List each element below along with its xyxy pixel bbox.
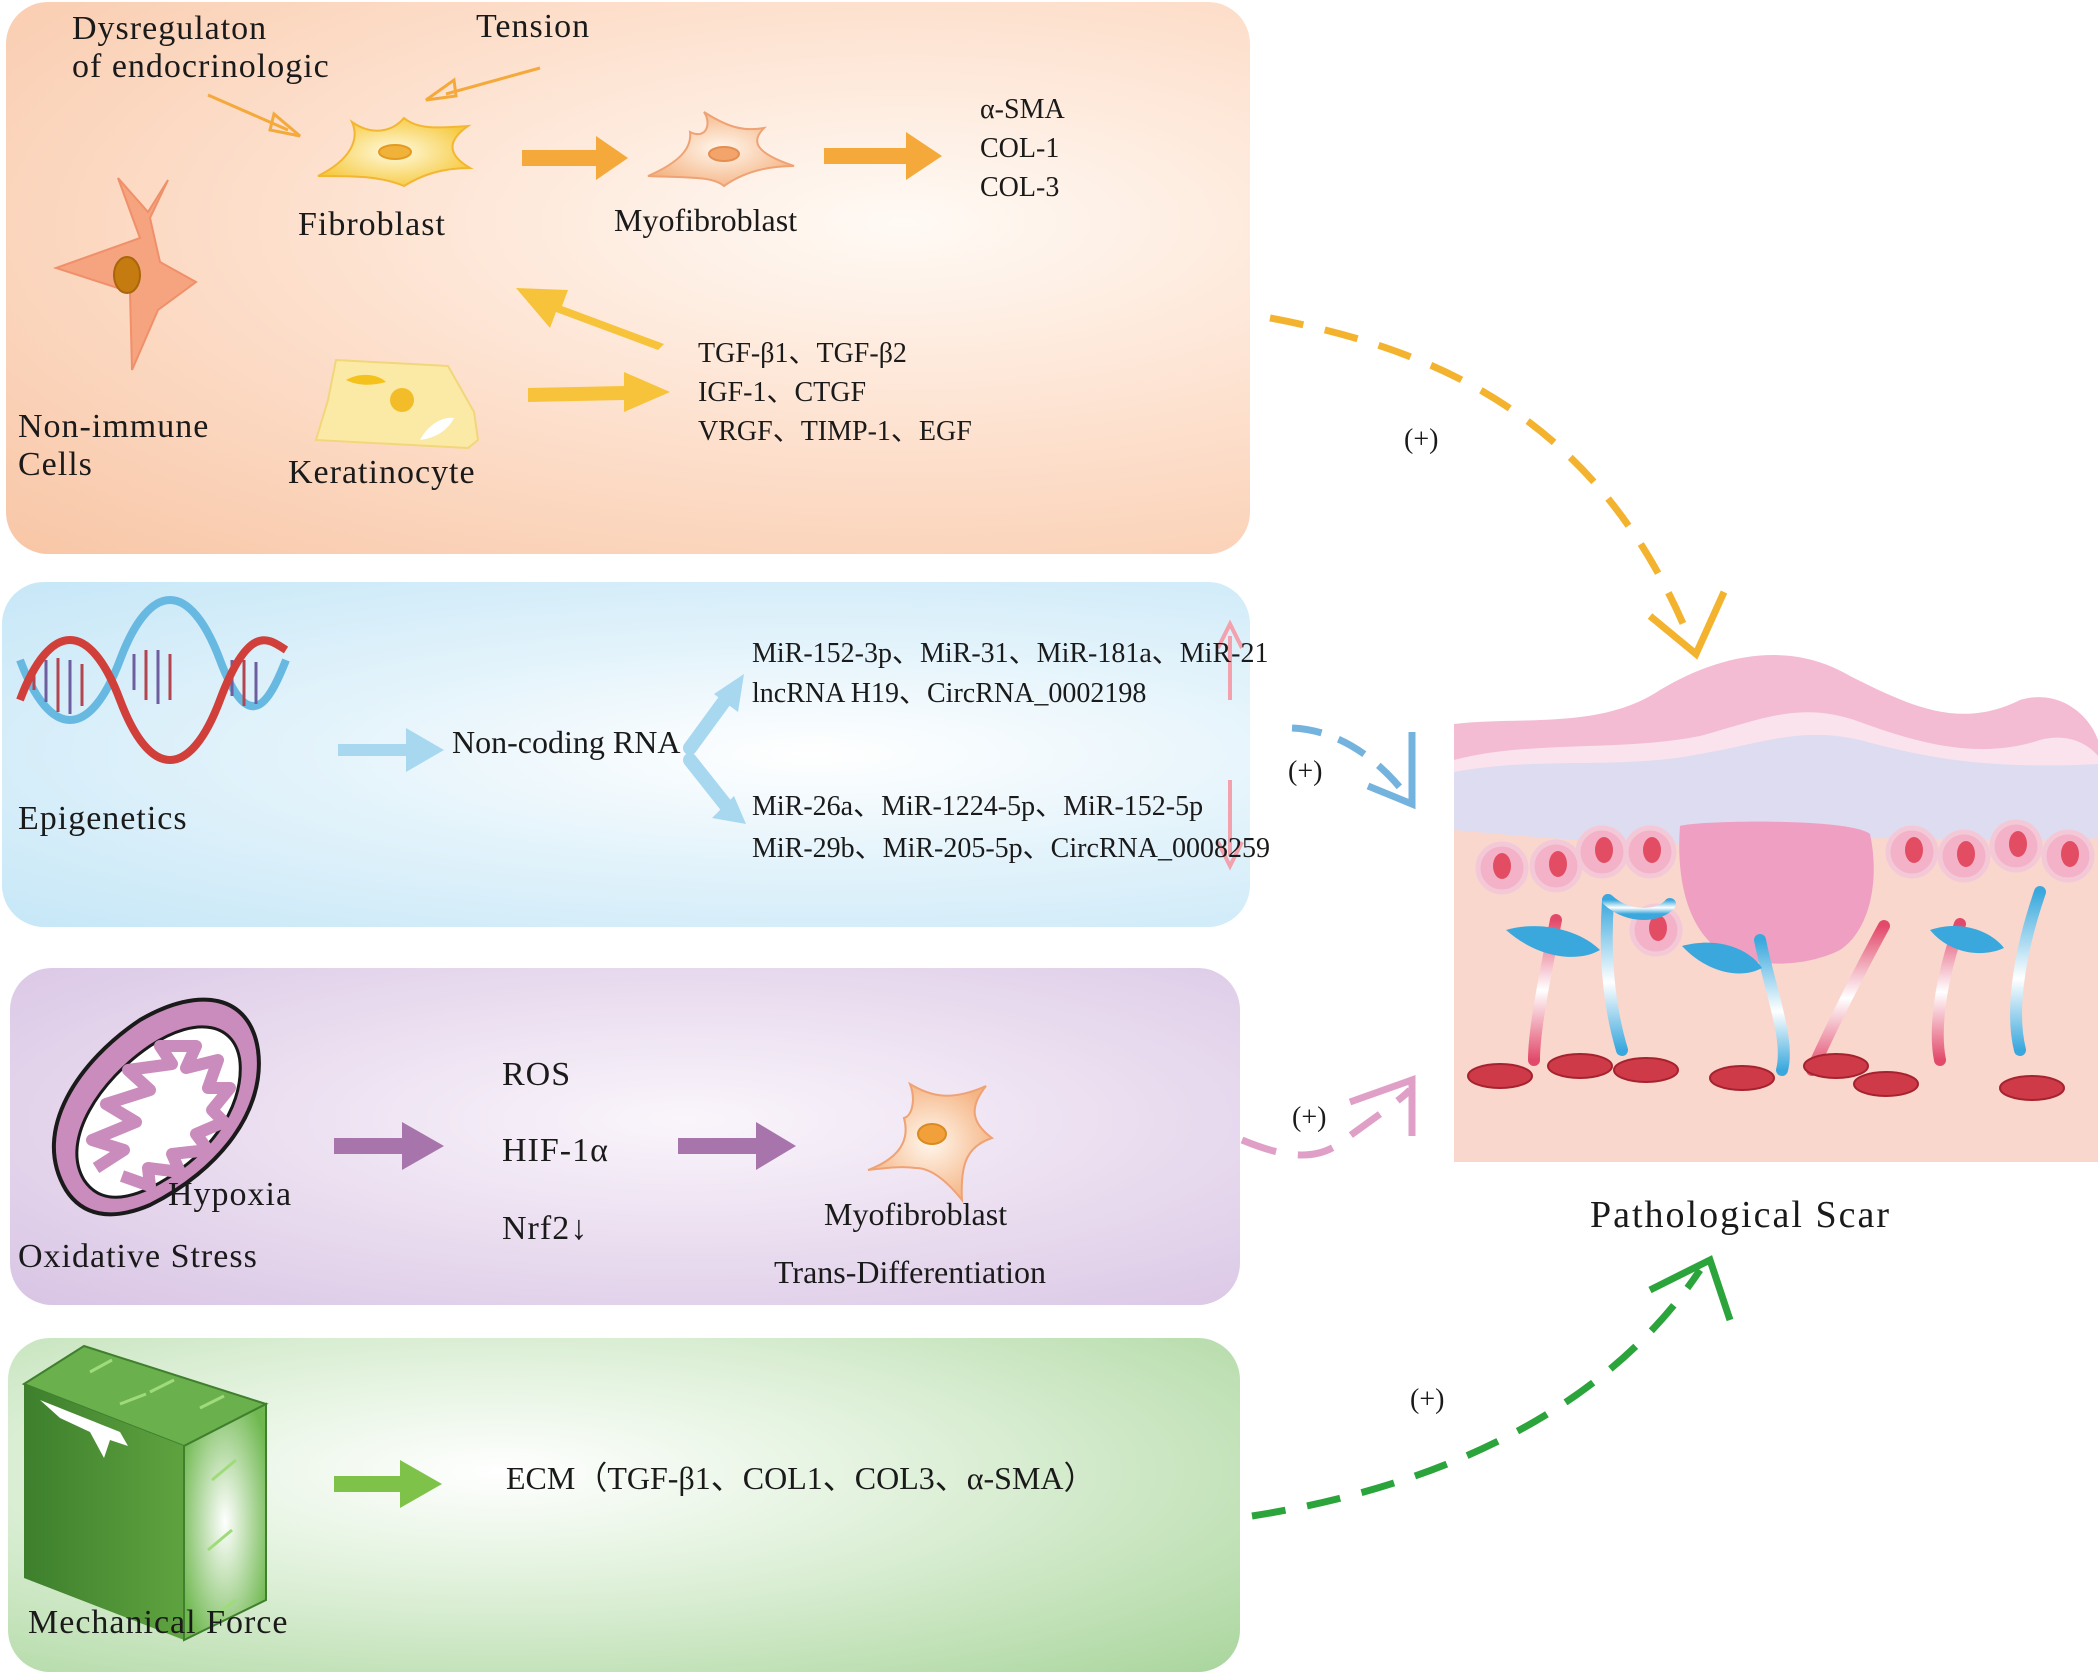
mechanical-to-scar-dashed-arrow [1251,1255,1734,1520]
dysregulation-label: Dysregulaton of endocrinologic [72,10,330,85]
pathological-scar-label: Pathological Scar [1590,1194,1891,1236]
positive-effect-mark-4: (+) [1410,1384,1445,1415]
epigenetics-label: Epigenetics [18,800,188,837]
fibroblast-to-myofibroblast-arrow [522,136,628,180]
fibroblast-label: Fibroblast [298,206,446,243]
keratinocyte-cell-icon [314,358,480,450]
mitochondrion-icon [51,997,261,1217]
non-coding-rna-label: Non-coding RNA [452,724,681,760]
tension-arrow [425,66,541,102]
oxidative-to-factors-arrow [334,1122,444,1170]
upregulation-arrow-icon [1216,619,1244,700]
myofibroblast-transdiff-cell-icon [867,1081,995,1204]
endocrine-arrow [207,93,301,138]
nrf2-label: Nrf2↓ [502,1210,589,1247]
oxidative-stress-label: Oxidative Stress [18,1238,258,1275]
keratinocyte-label: Keratinocyte [288,454,476,491]
non-immune-cells-label: Non-immune Cells [18,408,210,483]
ncrna-branch-arrows [683,674,746,824]
non-immune-cell-icon [52,177,198,371]
positive-effect-mark-3: (+) [1292,1102,1327,1133]
hypoxia-label: Hypoxia [168,1176,293,1213]
pathological-scar-illustration [1454,655,2098,1162]
downregulated-ncrna-list: MiR-26a、MiR-1224-5p、MiR-152-5p MiR-29b、M… [752,791,1271,864]
positive-effect-mark-1: (+) [1404,424,1439,455]
tension-label: Tension [476,8,591,45]
growth-factors-list: TGF-β1、TGF-β2 IGF-1、CTGF VRGF、TIMP-1、EGF [698,338,972,447]
upregulated-ncrna-list: MiR-152-3p、MiR-31、MiR-181a、MiR-21 lncRNA… [752,638,1269,709]
keratinocyte-to-factors-arrow [528,372,670,412]
myofibroblast-cell-icon [647,111,795,188]
factors-to-myofibroblast-arrow [678,1122,796,1170]
hif-1a-label: HIF-1α [502,1132,609,1169]
downregulation-arrow-icon [1216,780,1244,871]
factors-to-fibroblast-arrow [516,288,664,350]
myofibroblast-label: Myofibroblast [614,202,798,238]
myofibroblast-markers: α-SMA COL-1 COL-3 [980,94,1065,203]
epigenetics-to-ncrna-arrow [338,728,444,772]
mechanical-force-label: Mechanical Force [28,1604,289,1641]
ros-label: ROS [502,1056,572,1093]
myofibroblast-transdiff-label-2: Trans-Differentiation [774,1254,1046,1290]
fibroblast-cell-icon [317,116,474,188]
nonimmune-to-scar-dashed-arrow [1269,314,1728,660]
positive-effect-mark-2: (+) [1288,756,1323,787]
oxidative-to-scar-dashed-arrow [1240,1075,1416,1159]
mechanical-to-ecm-arrow [334,1460,442,1508]
mechanical-tissue-block-icon [21,1344,269,1642]
non-immune-cells-panel [6,2,1250,554]
myofibroblast-to-markers-arrow [824,132,942,180]
dna-helix-icon [16,596,290,764]
ecm-components-label: ECM（TGF-β1、COL1、COL3、α-SMA） [506,1460,1096,1496]
epigenetics-to-scar-dashed-arrow [1291,724,1416,810]
myofibroblast-transdiff-label-1: Myofibroblast [824,1196,1008,1232]
